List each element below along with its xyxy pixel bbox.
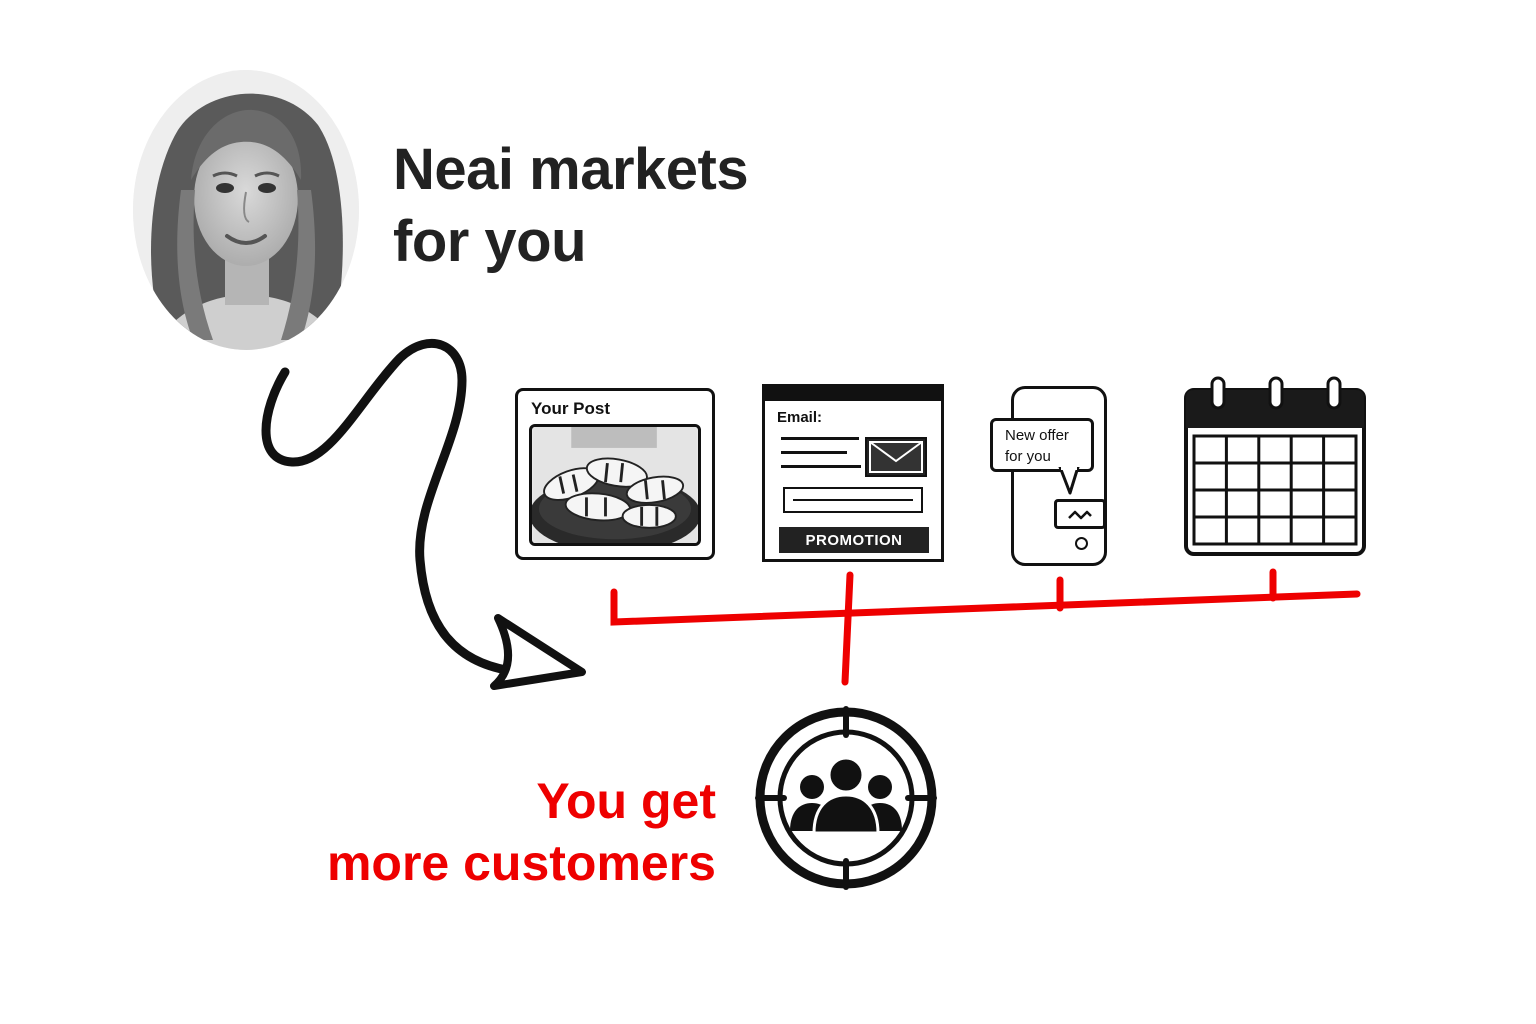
signature-card-icon [1054, 499, 1106, 529]
result-line-2: more customers [326, 835, 716, 891]
promotion-button: PROMOTION [779, 527, 929, 553]
phone-home-button [1075, 537, 1088, 550]
email-text-line [781, 465, 861, 468]
smartphone-icon [1011, 386, 1107, 566]
result-text: You get more customers [280, 770, 716, 894]
email-label: Email: [777, 409, 823, 426]
photo-post-icon [529, 424, 701, 546]
email-card: Email: PROMOTION [762, 384, 944, 562]
sms-line-1: New offer [1005, 427, 1069, 444]
email-card-header-bar [765, 387, 941, 401]
woman-portrait-icon [133, 70, 359, 350]
channel-connector [610, 568, 1361, 686]
headline: Neai markets for you [393, 134, 913, 278]
sms-line-2: for you [1005, 448, 1051, 465]
email-input-field [783, 487, 923, 513]
customer-target-icon [752, 705, 940, 891]
sms-bubble: New offer for you [990, 418, 1094, 472]
sms-bubble-tail [1058, 467, 1080, 495]
calendar-icon [1184, 376, 1366, 556]
post-card: Your Post [515, 388, 715, 560]
email-text-line [781, 451, 847, 454]
email-text-line [781, 437, 859, 440]
post-card-title: Your Post [531, 399, 611, 418]
headline-line-1: Neai markets [393, 137, 749, 202]
envelope-icon [865, 437, 927, 477]
avatar-portrait [133, 70, 359, 350]
headline-line-2: for you [393, 209, 587, 274]
email-input-line [793, 499, 913, 501]
result-line-1: You get [536, 773, 716, 829]
